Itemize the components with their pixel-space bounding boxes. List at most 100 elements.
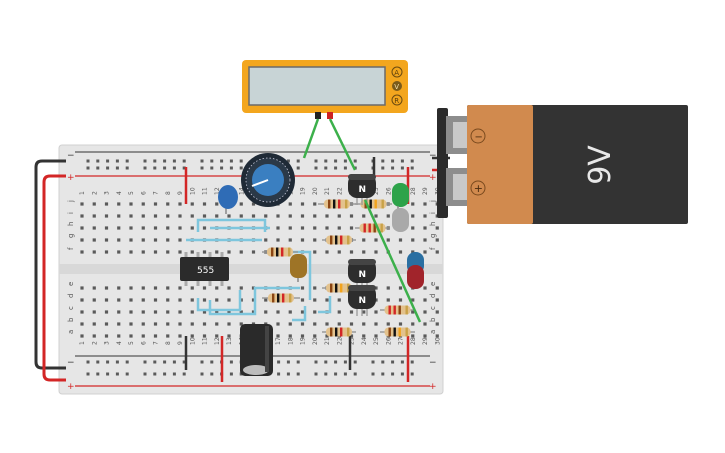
breadboard-hole[interactable] (166, 238, 170, 242)
rail-hole[interactable] (220, 166, 224, 170)
breadboard-hole[interactable] (300, 226, 305, 230)
breadboard-hole[interactable] (386, 286, 390, 290)
breadboard-hole[interactable] (129, 334, 133, 338)
breadboard-hole[interactable] (435, 238, 439, 242)
breadboard-hole[interactable] (227, 298, 231, 302)
breadboard-hole[interactable] (92, 226, 96, 230)
rail-hole[interactable] (143, 372, 147, 376)
breadboard-hole[interactable] (227, 250, 231, 254)
multimeter[interactable]: A V R (242, 60, 408, 119)
breadboard-hole[interactable] (276, 310, 280, 314)
breadboard-hole[interactable] (178, 310, 182, 314)
rail-hole[interactable] (163, 159, 167, 163)
breadboard-hole[interactable] (117, 310, 121, 314)
transistor[interactable]: N (348, 259, 376, 290)
breadboard-hole[interactable] (349, 250, 354, 254)
transistors[interactable]: NNN (348, 174, 376, 316)
breadboard-hole[interactable] (117, 214, 121, 218)
rail-hole[interactable] (277, 372, 281, 376)
breadboard-hole[interactable] (141, 286, 145, 290)
breadboard-hole[interactable] (264, 214, 268, 218)
breadboard-hole[interactable] (104, 214, 109, 218)
breadboard-hole[interactable] (141, 334, 145, 338)
breadboard-hole[interactable] (349, 226, 354, 230)
resistor[interactable] (322, 235, 356, 245)
rail-hole[interactable] (353, 159, 357, 163)
breadboard-hole[interactable] (178, 214, 182, 218)
breadboard-hole[interactable] (104, 334, 109, 338)
breadboard-hole[interactable] (411, 238, 415, 242)
rail-hole[interactable] (239, 166, 243, 170)
rail-hole[interactable] (343, 159, 347, 163)
breadboard-hole[interactable] (239, 214, 243, 218)
wire-red-rail-loop[interactable] (42, 174, 66, 382)
breadboard-hole[interactable] (435, 322, 439, 326)
breadboard-hole[interactable] (202, 286, 207, 290)
breadboard-hole[interactable] (117, 226, 121, 230)
breadboard-hole[interactable] (300, 334, 305, 338)
breadboard-hole[interactable] (153, 286, 158, 290)
rail-hole[interactable] (143, 360, 147, 364)
rail-hole[interactable] (115, 360, 119, 364)
rail-hole[interactable] (182, 360, 186, 364)
breadboard-hole[interactable] (435, 310, 439, 314)
breadboard-hole[interactable] (166, 202, 170, 206)
breadboard-hole[interactable] (153, 238, 158, 242)
rail-hole[interactable] (277, 360, 281, 364)
breadboard-hole[interactable] (129, 226, 133, 230)
breadboard-hole[interactable] (423, 286, 427, 290)
breadboard-hole[interactable] (300, 202, 305, 206)
breadboard-hole[interactable] (129, 250, 133, 254)
breadboard-hole[interactable] (251, 250, 256, 254)
breadboard-hole[interactable] (166, 214, 170, 218)
breadboard-hole[interactable] (153, 334, 158, 338)
breadboard-hole[interactable] (117, 298, 121, 302)
breadboard-hole[interactable] (80, 202, 84, 206)
breadboard-hole[interactable] (190, 286, 194, 290)
multimeter-probe-red[interactable] (327, 112, 333, 119)
breadboard-hole[interactable] (313, 226, 317, 230)
breadboard-hole[interactable] (202, 214, 207, 218)
breadboard-hole[interactable] (117, 250, 121, 254)
breadboard-hole[interactable] (202, 310, 207, 314)
breadboard-hole[interactable] (178, 298, 182, 302)
breadboard-hole[interactable] (227, 214, 231, 218)
breadboard-hole[interactable] (141, 322, 145, 326)
breadboard-hole[interactable] (337, 226, 341, 230)
breadboard-hole[interactable] (190, 202, 194, 206)
breadboard-hole[interactable] (104, 286, 109, 290)
rail-hole[interactable] (125, 360, 129, 364)
rail-hole[interactable] (125, 372, 129, 376)
rail-hole[interactable] (229, 159, 233, 163)
rail-hole[interactable] (210, 372, 214, 376)
wire-black-rail-loop[interactable] (34, 159, 66, 370)
breadboard-hole[interactable] (117, 286, 121, 290)
rail-hole[interactable] (286, 372, 290, 376)
breadboard-hole[interactable] (288, 202, 292, 206)
breadboard-hole[interactable] (190, 334, 194, 338)
rail-hole[interactable] (182, 159, 186, 163)
rail-hole[interactable] (172, 360, 176, 364)
rail-hole[interactable] (153, 372, 157, 376)
rail-hole[interactable] (381, 372, 385, 376)
breadboard-hole[interactable] (80, 250, 84, 254)
breadboard-hole[interactable] (325, 250, 329, 254)
breadboard-hole[interactable] (227, 322, 231, 326)
breadboard-hole[interactable] (411, 310, 415, 314)
breadboard-hole[interactable] (313, 310, 317, 314)
breadboard-hole[interactable] (190, 322, 194, 326)
rail-hole[interactable] (371, 360, 375, 364)
breadboard-hole[interactable] (349, 334, 354, 338)
breadboard-hole[interactable] (202, 334, 207, 338)
breadboard-hole[interactable] (141, 298, 145, 302)
breadboard-hole[interactable] (423, 250, 427, 254)
breadboard-hole[interactable] (215, 310, 219, 314)
breadboard-hole[interactable] (178, 202, 182, 206)
breadboard-hole[interactable] (313, 250, 317, 254)
rail-hole[interactable] (296, 166, 300, 170)
breadboard-hole[interactable] (141, 214, 145, 218)
breadboard-hole[interactable] (104, 322, 109, 326)
rail-hole[interactable] (115, 166, 119, 170)
rail-hole[interactable] (314, 360, 318, 364)
breadboard-hole[interactable] (215, 286, 219, 290)
